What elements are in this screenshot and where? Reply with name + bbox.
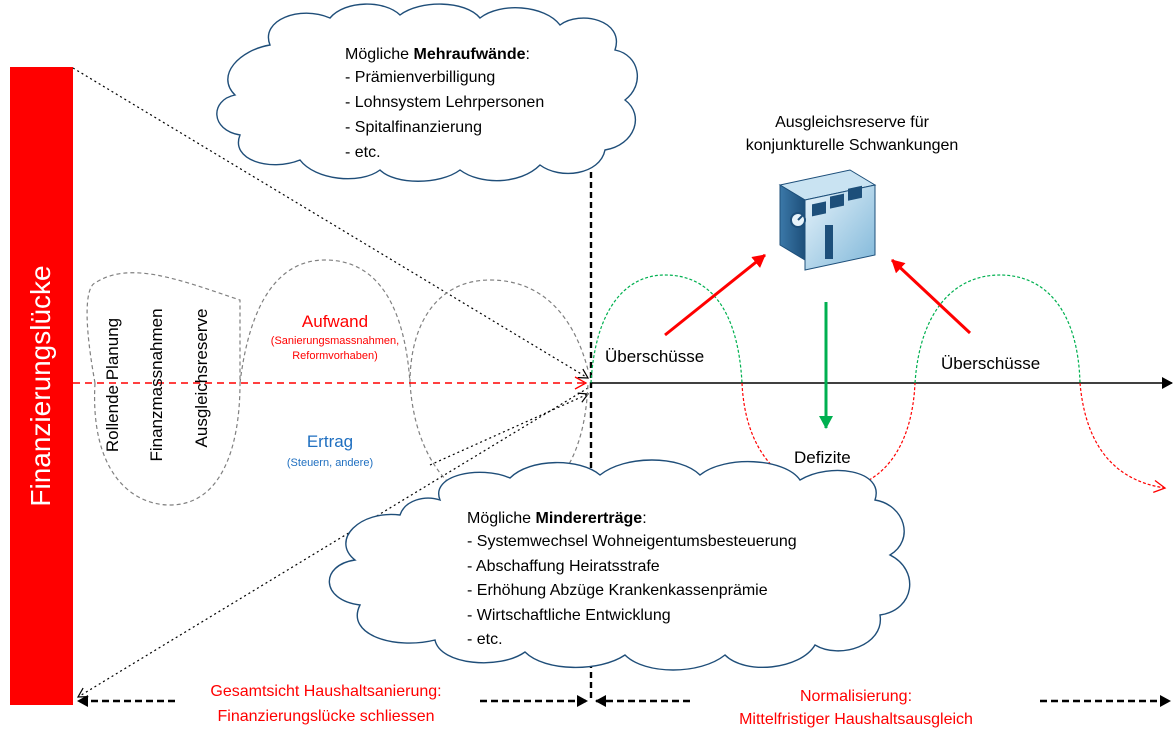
- cycle-wave: [590, 274, 1167, 493]
- cloud-top-heading: Mögliche Mehraufwände:: [345, 46, 530, 63]
- cloud-top-item: - Prämienverbilligung: [345, 69, 495, 86]
- expense-title: Aufwand: [302, 312, 368, 331]
- cloud-bottom-item: - etc.: [467, 631, 503, 648]
- cloud-top-item: - Spitalfinanzierung: [345, 119, 482, 136]
- surplus-arrow-right: [890, 258, 972, 335]
- reserve-label-1: Ausgleichsreserve für: [775, 114, 930, 131]
- cloud-top-item: - etc.: [345, 144, 381, 161]
- flow-loops: [86, 259, 589, 506]
- financing-gap-label: Finanzierungslücke: [25, 265, 56, 506]
- horizon-left-line-1: Gesamtsicht Haushaltsanierung:: [210, 683, 441, 700]
- horizon-right-line-2: Mittelfristiger Haushaltsausgleich: [739, 711, 973, 728]
- expense-sub-1: (Sanierungsmassnahmen,: [271, 335, 399, 347]
- horizon-left-line-2: Finanzierungslücke schliessen: [218, 708, 435, 725]
- revenue-sub: (Steuern, andere): [287, 457, 373, 469]
- expense-sub-2: Reformvorhaben): [292, 350, 378, 362]
- safe-icon: [778, 169, 877, 271]
- surplus-label-left: Überschüsse: [605, 347, 704, 366]
- cloud-bottom-heading: Mögliche Mindererträge:: [467, 510, 647, 527]
- column-financial-measures: Finanzmassnahmen: [147, 308, 166, 461]
- revenue-title: Ertrag: [307, 432, 353, 451]
- reserve-label-2: konjunkturelle Schwankungen: [746, 137, 959, 154]
- surplus-arrow-left: [664, 253, 766, 337]
- cloud-bottom-item: - Abschaffung Heiratsstrafe: [467, 558, 660, 575]
- funnel-lines: [72, 67, 590, 698]
- horizon-right-line-1: Normalisierung:: [800, 688, 912, 705]
- cloud-top-item: - Lohnsystem Lehrpersonen: [345, 94, 544, 111]
- cloud-top-shape: [216, 3, 638, 182]
- cloud-bottom-item: - Wirtschaftliche Entwicklung: [467, 607, 671, 624]
- financing-gap-bar: [10, 67, 73, 705]
- cloud-bottom-item: - Erhöhung Abzüge Krankenkassenprämie: [467, 582, 768, 599]
- deficit-label: Defizite: [794, 448, 851, 467]
- cloud-bottom-shape: [328, 459, 911, 671]
- cloud-bottom-item: - Systemwechsel Wohneigentumsbesteuerung: [467, 533, 797, 550]
- column-rolling-planning: Rollende Planung: [103, 318, 122, 452]
- column-balancing-reserve: Ausgleichsreserve: [192, 309, 211, 448]
- surplus-label-right: Überschüsse: [941, 354, 1040, 373]
